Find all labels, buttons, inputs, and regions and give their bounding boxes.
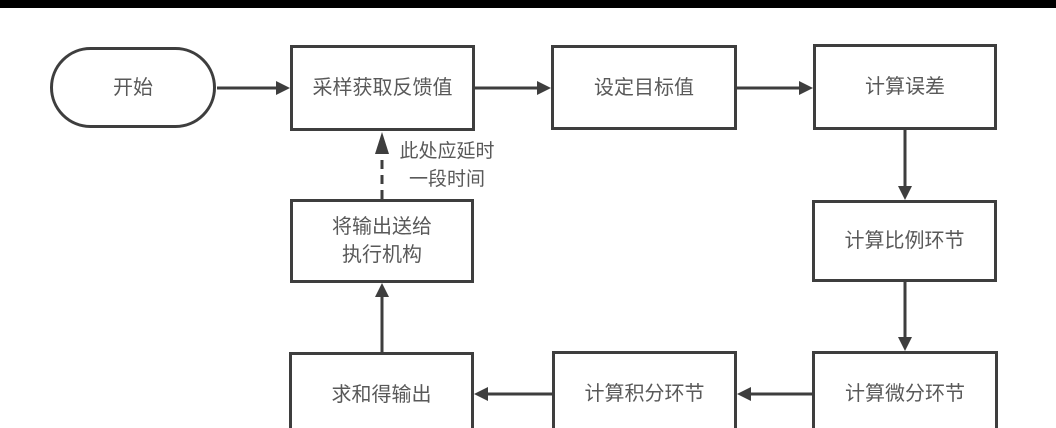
arrow-sample-to-set-target: [475, 81, 551, 95]
node-set-target: 设定目标值: [551, 45, 737, 130]
node-calc-derivative: 计算微分环节: [812, 351, 998, 428]
node-calc-integral: 计算积分环节: [552, 351, 737, 428]
node-calc-error-label: 计算误差: [865, 76, 945, 98]
node-calc-integral-label: 计算积分环节: [584, 382, 705, 405]
node-sample-feedback: 采样获取反馈值: [290, 45, 475, 131]
node-send-to-actuator: 将输出送给 执行机构: [290, 199, 474, 283]
delay-annotation: 此处应延时 一段时间: [391, 138, 503, 194]
arrow-set-target-to-calc-error: [737, 81, 813, 95]
arrow-sum-to-actuator: [375, 283, 389, 352]
arrow-feedback-dashed: [375, 132, 389, 199]
node-calc-proportional-label: 计算比例环节: [844, 230, 965, 252]
arrow-start-to-sample: [217, 81, 290, 95]
arrow-proportional-to-derivative: [898, 282, 912, 351]
node-start-label: 开始: [113, 76, 153, 99]
node-calc-derivative-label: 计算微分环节: [845, 382, 965, 405]
node-calc-proportional: 计算比例环节: [812, 200, 997, 282]
arrow-calc-error-to-proportional: [898, 130, 912, 200]
delay-annotation-line2: 一段时间: [408, 169, 485, 190]
delay-annotation-line1: 此处应延时: [399, 141, 495, 162]
node-send-to-actuator-line1: 将输出送给: [332, 216, 432, 238]
node-sample-feedback-label: 采样获取反馈值: [312, 77, 453, 99]
top-divider-bar: [0, 0, 1056, 8]
arrow-derivative-to-integral: [737, 387, 812, 401]
arrow-integral-to-sum: [474, 387, 552, 401]
node-start: 开始: [50, 47, 216, 128]
node-sum-output: 求和得输出: [289, 352, 474, 428]
node-calc-error: 计算误差: [813, 44, 997, 130]
node-sum-output-label: 求和得输出: [331, 383, 432, 406]
node-set-target-label: 设定目标值: [594, 76, 694, 99]
node-send-to-actuator-line2: 执行机构: [342, 244, 422, 266]
